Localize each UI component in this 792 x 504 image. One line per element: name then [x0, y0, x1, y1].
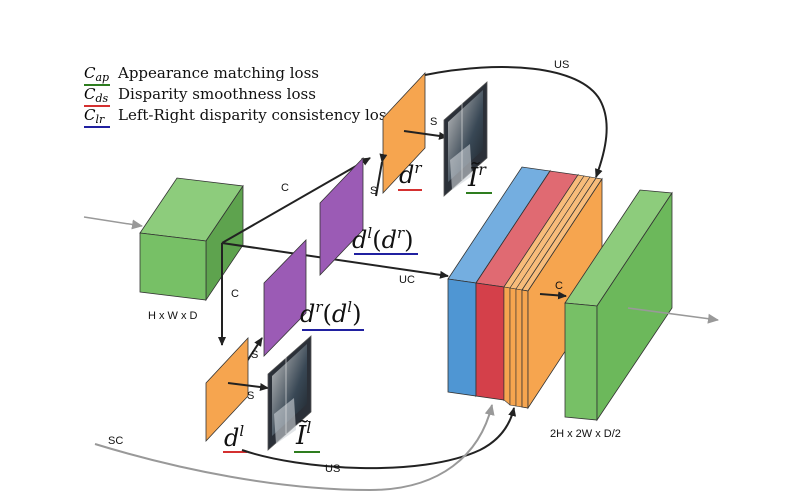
legend-label-cds: Disparity smoothness loss [118, 85, 316, 103]
dl-of-dr-panel [319, 157, 364, 276]
label-s-bottom: S [247, 390, 254, 402]
label-us-bottom: US [325, 463, 340, 475]
legend-item-clr: Clr Left-Right disparity consistency los… [84, 106, 394, 128]
input-dims-label: H x W x D [148, 310, 198, 322]
arrow-sample-upper-purple [375, 153, 388, 197]
label-dl-dr: dl(dr) [352, 224, 413, 254]
output-feature-block [564, 189, 673, 422]
legend-label-clr: Left-Right disparity consistency loss [118, 106, 394, 124]
label-dr-dl: dr(dl) [300, 298, 361, 328]
arrow-concat-output [539, 291, 567, 300]
arrow-concat-top [221, 157, 371, 244]
label-d-l: dl [224, 422, 244, 452]
input-arrow [83, 216, 143, 230]
label-uc: UC [399, 274, 415, 286]
legend-symbol-cds: Cds [84, 85, 109, 105]
label-i-l: Ĩl [295, 418, 311, 451]
disparity-right-panel [382, 71, 426, 195]
reconstructed-right-image [443, 81, 488, 197]
label-sc: SC [108, 435, 123, 447]
dr-of-dl-panel [263, 239, 307, 357]
label-c-right: C [555, 280, 563, 292]
upsample-curve-top [424, 66, 608, 178]
skip-connection-curve [94, 404, 495, 492]
output-arrow [627, 307, 719, 324]
label-s-lower-purple: S [251, 349, 258, 361]
output-dims-label: 2H x 2W x D/2 [550, 428, 621, 440]
legend-item-cap: Cap Appearance matching loss [84, 64, 319, 86]
arrow-sample-top [403, 130, 448, 140]
upsample-curve-bottom [241, 407, 517, 470]
label-s-upper-purple: S [370, 185, 377, 197]
label-i-r: Ĩr [467, 160, 487, 193]
reconstructed-left-image [267, 335, 312, 451]
legend-symbol-clr: Clr [84, 106, 105, 126]
fusion-stack [447, 166, 603, 410]
legend-label-cap: Appearance matching loss [117, 64, 319, 82]
label-us-top: US [554, 59, 569, 71]
disparity-left-panel [205, 336, 249, 443]
label-c-left: C [231, 288, 239, 300]
legend: Cap Appearance matching loss Cds Dispari… [84, 64, 394, 128]
legend-symbol-cap: Cap [84, 64, 109, 84]
arrow-sample-bottom [227, 382, 269, 391]
label-s-top: S [430, 116, 437, 128]
label-c-upper: C [281, 182, 289, 194]
legend-item-cds: Cds Disparity smoothness loss [84, 85, 316, 107]
label-d-r: dr [399, 159, 422, 189]
